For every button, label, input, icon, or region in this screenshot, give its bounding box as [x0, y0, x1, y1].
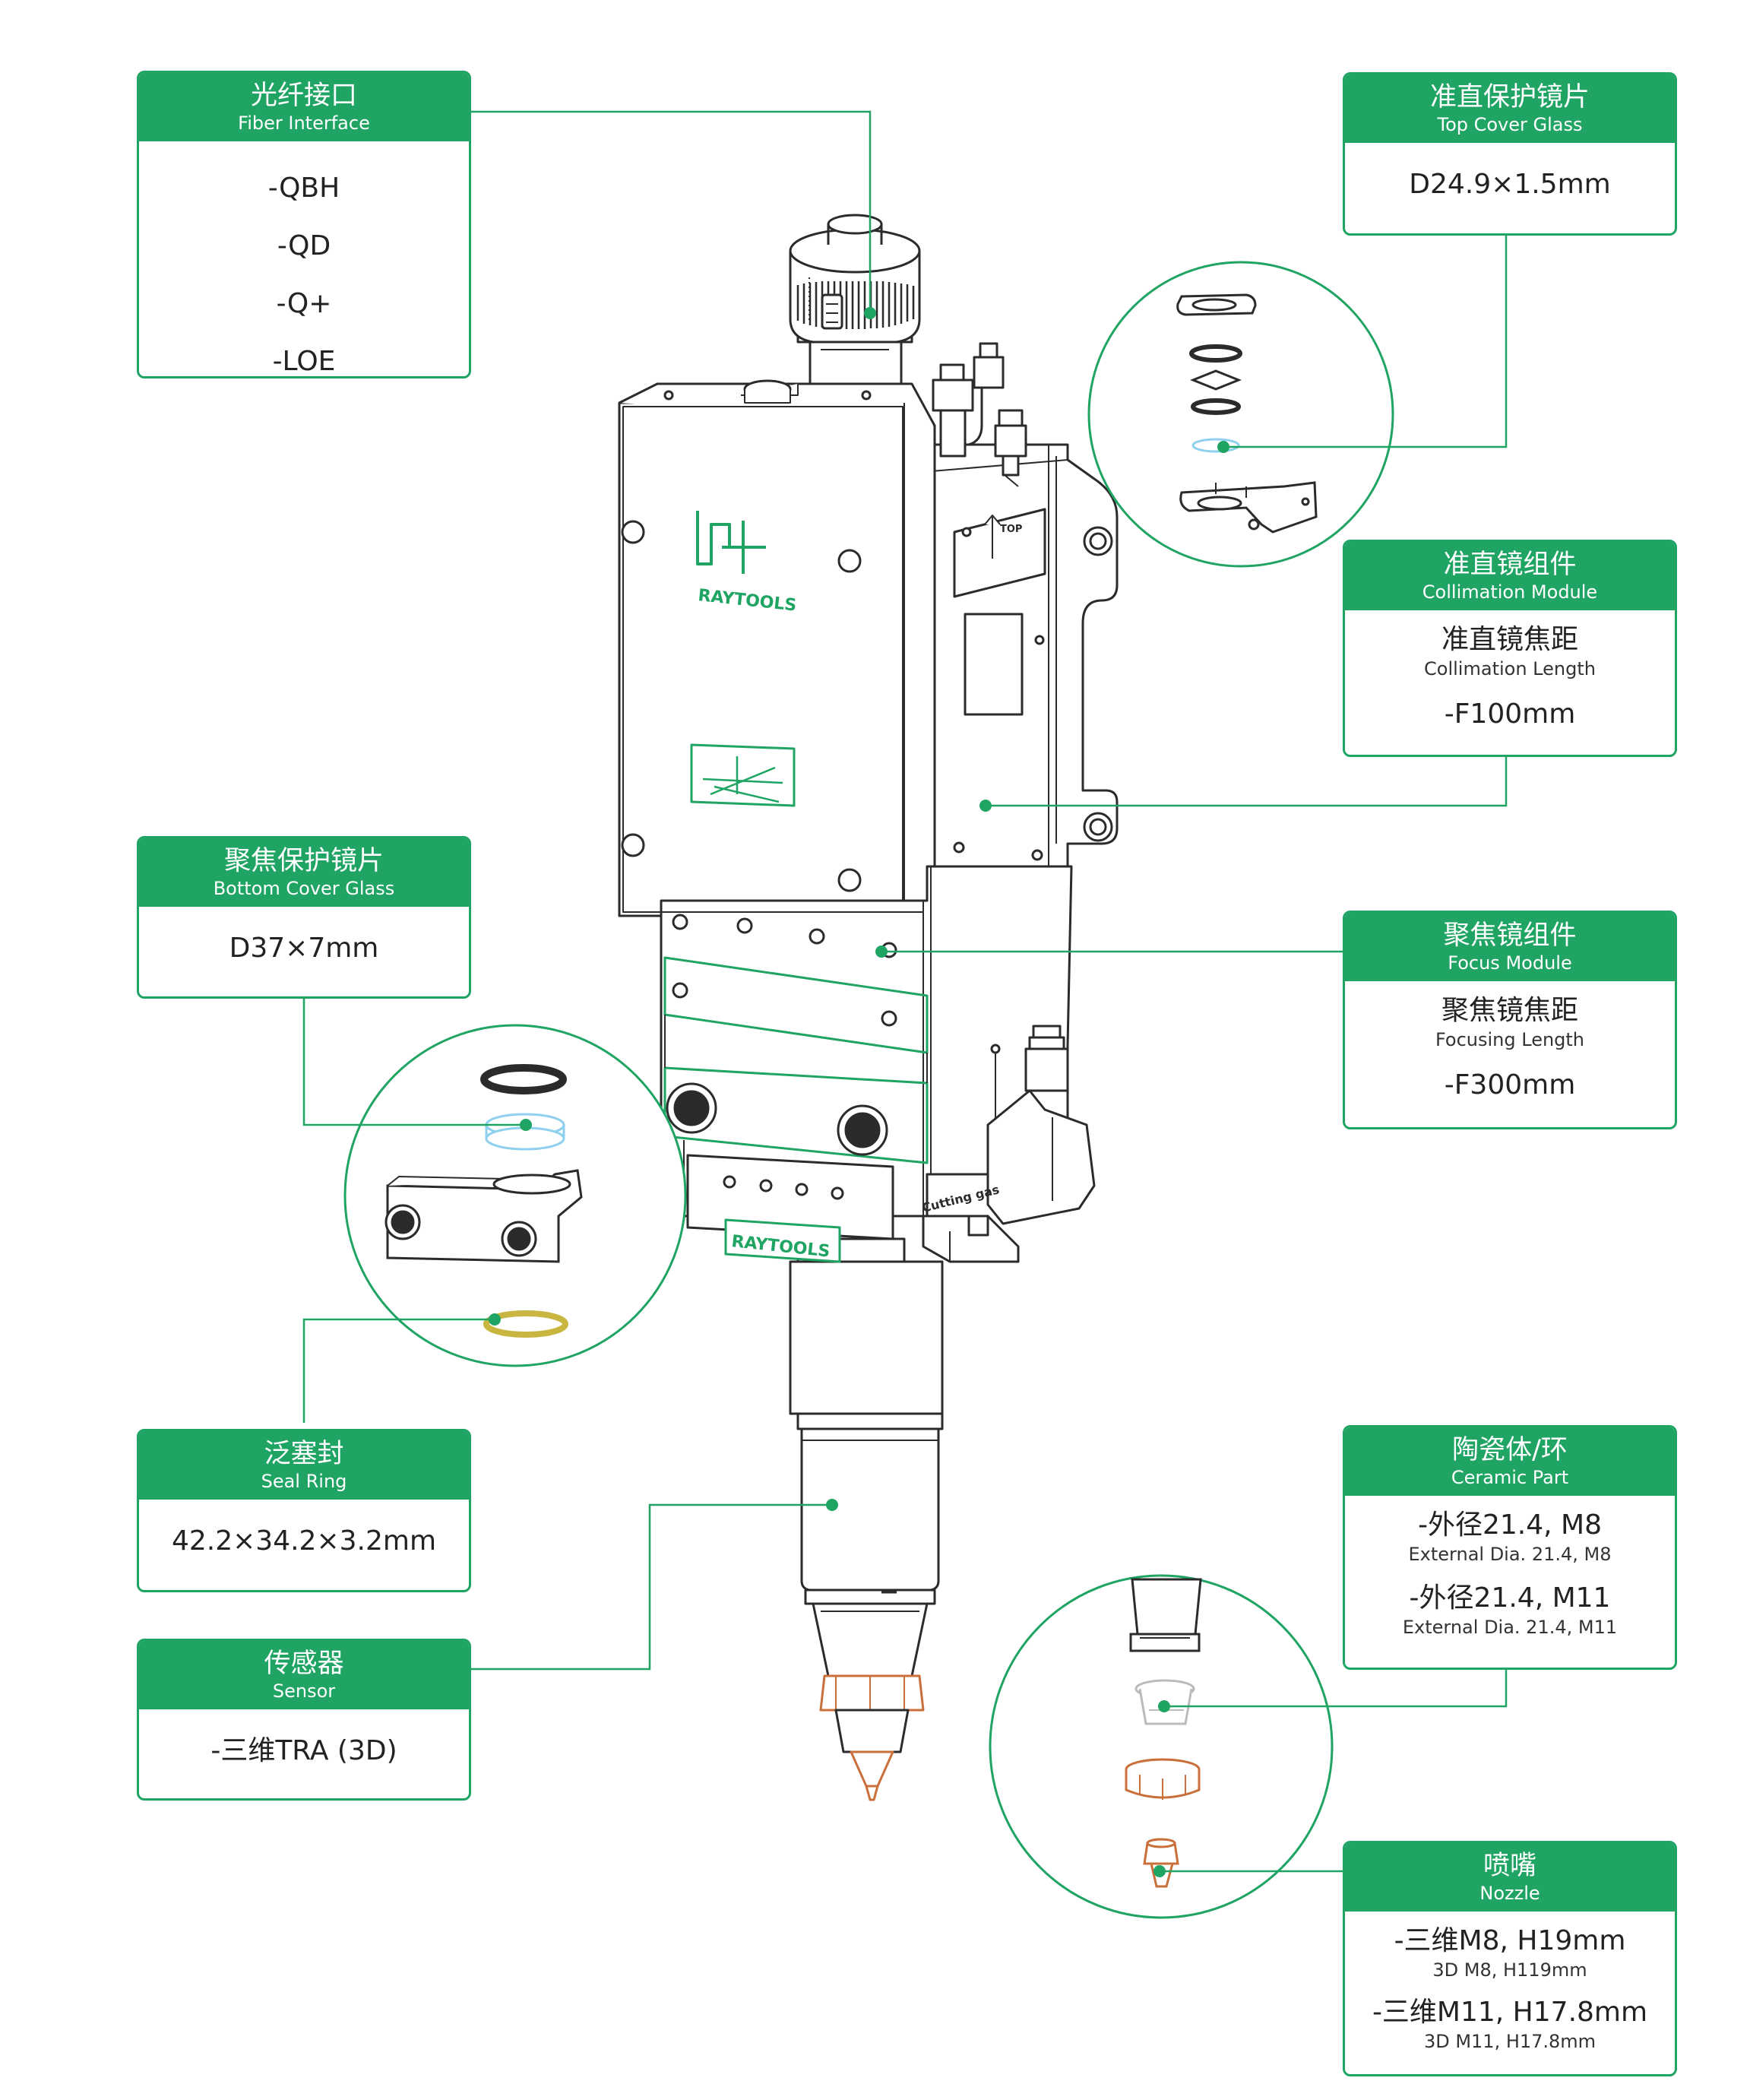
spec-value-en: 3D M8, H119mm — [1432, 1959, 1587, 1981]
nozzle-card: 喷嘴 Nozzle -三维M8, H19mm 3D M8, H119mm -三维… — [1343, 1841, 1677, 2076]
card-title-en: Nozzle — [1479, 1883, 1540, 1904]
spec-value: -三维TRA (3D) — [210, 1735, 397, 1766]
card-title-en: Sensor — [272, 1680, 336, 1702]
seal-ring-card: 泛塞封 Seal Ring 42.2×34.2×3.2mm — [137, 1429, 471, 1592]
card-title-cn: 聚焦保护镜片 — [223, 846, 384, 876]
card-title-cn: 聚焦镜组件 — [1443, 920, 1577, 951]
spec-label-cn: 准直镜焦距 — [1441, 624, 1578, 655]
spec-value: -三维M8, H19mm — [1394, 1925, 1626, 1956]
card-title-cn: 泛塞封 — [264, 1439, 344, 1469]
spec-value: -外径21.4, M8 — [1418, 1509, 1602, 1541]
card-header: 喷嘴 Nozzle — [1345, 1843, 1675, 1912]
card-title-en: Bottom Cover Glass — [213, 878, 395, 899]
fiber-connector — [789, 214, 921, 397]
top-mark-text: TOP — [1000, 524, 1022, 535]
card-title-en: Focus Module — [1448, 952, 1572, 974]
nozzle-assembly — [819, 1674, 925, 1801]
spec-value: -LOE — [272, 346, 336, 377]
card-title-cn: 喷嘴 — [1483, 1851, 1536, 1881]
card-header: 聚焦镜组件 Focus Module — [1345, 913, 1675, 981]
spec-value-en: 3D M11, H17.8mm — [1423, 2031, 1597, 2052]
spec-value: D37×7mm — [229, 933, 379, 964]
card-title-cn: 光纤接口 — [250, 81, 357, 111]
spec-label-en: Collimation Length — [1424, 658, 1596, 679]
card-title-cn: 传感器 — [264, 1649, 344, 1679]
fiber-interface-card: 光纤接口 Fiber Interface -QBH -QD -Q+ -LOE — [137, 71, 471, 379]
spec-value: -QD — [277, 230, 331, 261]
collimation-module-card: 准直镜组件 Collimation Module 准直镜焦距 Collimati… — [1343, 540, 1677, 757]
card-title-en: Seal Ring — [261, 1471, 347, 1492]
top-cover-glass-card: 准直保护镜片 Top Cover Glass D24.9×1.5mm — [1343, 72, 1677, 236]
card-title-en: Top Cover Glass — [1437, 114, 1583, 135]
spec-value-en: External Dia. 21.4, M8 — [1408, 1544, 1612, 1565]
spec-label-cn: 聚焦镜焦距 — [1441, 995, 1578, 1026]
card-title-cn: 陶瓷体/环 — [1452, 1435, 1568, 1465]
focus-module-card: 聚焦镜组件 Focus Module 聚焦镜焦距 Focusing Length… — [1343, 911, 1677, 1129]
spec-value: -Q+ — [276, 288, 332, 319]
sensor-card: 传感器 Sensor -三维TRA (3D) — [137, 1639, 471, 1801]
spec-label-en: Focusing Length — [1435, 1029, 1585, 1050]
bottom-cover-glass-card: 聚焦保护镜片 Bottom Cover Glass D37×7mm — [137, 836, 471, 999]
spec-value: -外径21.4, M11 — [1409, 1582, 1611, 1614]
cutting-gas-text: Cutting gas — [920, 1182, 1001, 1215]
top-cover-glass-detail — [1087, 261, 1394, 568]
leader-dots — [489, 307, 1229, 1877]
card-header: 陶瓷体/环 Ceramic Part — [1345, 1427, 1675, 1496]
card-title-cn: 准直镜组件 — [1443, 550, 1577, 580]
card-header: 准直镜组件 Collimation Module — [1345, 542, 1675, 610]
ceramic-nozzle-detail — [989, 1574, 1334, 1919]
card-title-en: Collimation Module — [1422, 581, 1598, 603]
bottom-cover-glass-detail — [343, 1024, 687, 1367]
spec-value-en: External Dia. 21.4, M11 — [1402, 1617, 1618, 1638]
focus-body — [660, 865, 1096, 1263]
card-header: 泛塞封 Seal Ring — [139, 1431, 469, 1500]
card-header: 光纤接口 Fiber Interface — [139, 73, 469, 141]
collimation-body — [930, 342, 1119, 868]
sensor-tube — [789, 1237, 944, 1677]
spec-value: -F100mm — [1444, 698, 1576, 730]
spec-value: D24.9×1.5mm — [1409, 169, 1611, 200]
card-title-en: Fiber Interface — [238, 112, 370, 134]
card-title-cn: 准直保护镜片 — [1429, 82, 1590, 112]
main-box — [618, 379, 936, 917]
spec-value: 42.2×34.2×3.2mm — [171, 1525, 437, 1557]
card-header: 准直保护镜片 Top Cover Glass — [1345, 74, 1675, 143]
card-title-en: Ceramic Part — [1451, 1467, 1569, 1488]
spec-value: -三维M11, H17.8mm — [1372, 1997, 1648, 2028]
spec-value: -F300mm — [1444, 1069, 1576, 1101]
spec-value: -QBH — [267, 173, 340, 204]
ceramic-part-card: 陶瓷体/环 Ceramic Part -外径21.4, M8 External … — [1343, 1425, 1677, 1670]
leader-lines — [302, 110, 1508, 1873]
card-header: 传感器 Sensor — [139, 1641, 469, 1709]
card-header: 聚焦保护镜片 Bottom Cover Glass — [139, 838, 469, 907]
